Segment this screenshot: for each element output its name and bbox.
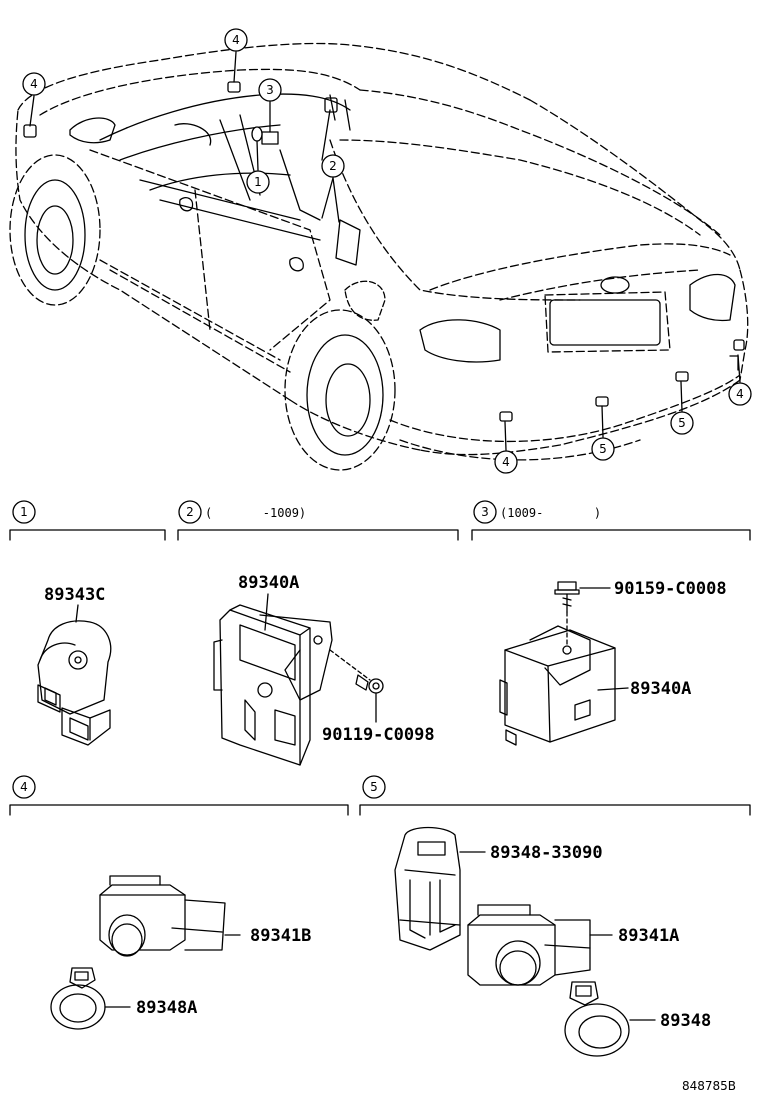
callout-leaders	[29, 51, 741, 451]
part-89343c-drawing	[37, 604, 112, 746]
part-number-89341b[interactable]: 89341B	[250, 926, 311, 946]
callout-label: 5	[678, 416, 686, 430]
section-number: 5	[370, 780, 378, 794]
part-89348-drawing	[564, 981, 656, 1057]
callout-label: 4	[30, 77, 38, 91]
part-number-90159-c0008[interactable]: 90159-C0008	[614, 579, 727, 599]
part-89348-33090-drawing	[394, 826, 486, 951]
callout-label: 5	[599, 442, 607, 456]
part-number-89348[interactable]: 89348	[660, 1011, 711, 1031]
part-number-89348-33090[interactable]: 89348-33090	[490, 843, 603, 863]
diagram-id: 848785B	[682, 1079, 736, 1093]
part-89341a-drawing	[467, 904, 613, 986]
callout-label: 4	[502, 455, 510, 469]
part-number-89341a[interactable]: 89341A	[618, 926, 679, 946]
callout-label: 1	[254, 175, 262, 189]
callout-label: 4	[736, 387, 744, 401]
section-number: 4	[20, 780, 28, 794]
callout-label: 2	[329, 159, 337, 173]
part-number-90119-c0098[interactable]: 90119-C0098	[322, 725, 435, 745]
section-number: 1	[20, 505, 28, 519]
part-89341b-drawing	[99, 875, 241, 957]
part-89340a-s3-drawing	[499, 581, 629, 746]
car-illustration	[9, 42, 749, 471]
section-number: 2	[186, 505, 194, 519]
callout-label: 3	[266, 83, 274, 97]
section-number: 3	[481, 505, 489, 519]
callout-label: 4	[232, 33, 240, 47]
section-note: (1009- )	[500, 506, 601, 520]
part-89340a-s2-drawing	[213, 593, 384, 766]
section-header-lines	[9, 500, 751, 816]
part-number-89340a-s2[interactable]: 89340A	[238, 573, 299, 593]
callout-circles	[22, 28, 752, 474]
section-note: ( -1009)	[205, 506, 306, 520]
part-number-89340a-s3[interactable]: 89340A	[630, 679, 691, 699]
part-number-89348a[interactable]: 89348A	[136, 998, 197, 1018]
part-number-89343c[interactable]: 89343C	[44, 585, 105, 605]
part-89348a-drawing	[50, 967, 131, 1030]
